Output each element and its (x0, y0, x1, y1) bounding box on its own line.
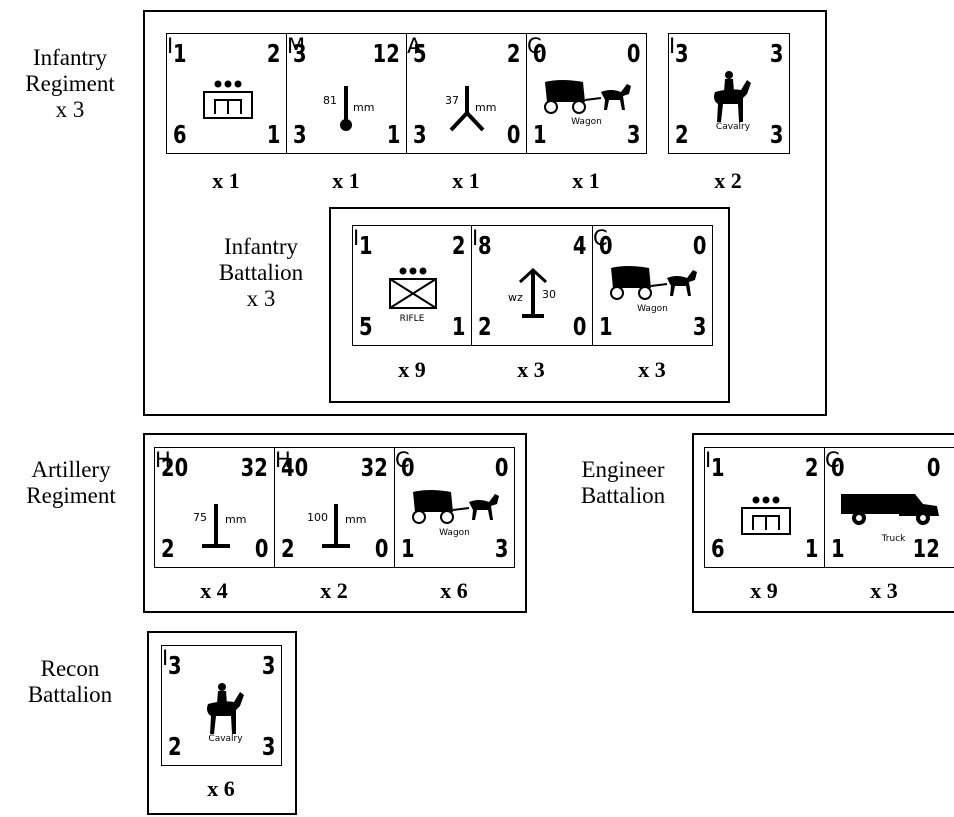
infantry-battalion-label: Infantry Battalion x 3 (218, 234, 304, 311)
mortar-icon (340, 86, 352, 131)
infantry-regiment-box (143, 10, 827, 416)
howitzer-icon (202, 504, 230, 548)
infantry-engineer-icon (741, 496, 791, 535)
artillery-regiment-label: Artillery Regiment (26, 457, 116, 508)
multiplier-ir-cavalry: x 2 (714, 168, 742, 193)
multiplier-ir-infantry: x 1 (212, 168, 240, 193)
counter-infantry-battalion-rifle: 1 I 2 RIFLE 5 1 (352, 225, 472, 346)
multiplier-ar-75mm: x 4 (200, 578, 228, 603)
counter-infantry-regiment-mortar: 3 M 12 81 mm 3 1 (286, 33, 407, 154)
engineer-battalion-box (692, 433, 954, 613)
counter-artillery-100mm: 40 H 32 100 mm 2 0 (274, 447, 395, 568)
multiplier-eb-engineer: x 9 (750, 578, 778, 603)
counter-infantry-regiment-antitank: 5 A 2 37 mm 3 0 (406, 33, 527, 154)
howitzer-icon (322, 504, 350, 548)
multiplier-rb-cavalry: x 6 (207, 776, 235, 801)
multiplier-ib-machine-gun: x 3 (517, 357, 545, 382)
counter-infantry-regiment-infantry: 1 I 2 6 1 (166, 33, 287, 154)
counter-engineer-battalion-truck: 0 C 0 Truck 1 12 (824, 447, 954, 568)
cavalry-horse-icon (714, 71, 751, 122)
horse-wagon-icon (610, 266, 697, 300)
horse-wagon-icon (544, 80, 631, 114)
horse-wagon-icon (412, 490, 499, 524)
recon-battalion-box (147, 631, 297, 815)
counter-engineer-battalion-engineer: 1 I 2 6 1 (704, 447, 825, 568)
rifle-infantry-icon (389, 267, 437, 309)
counter-infantry-battalion-wagon: 0 C 0 Wagon 1 3 (592, 225, 713, 346)
infantry-engineer-icon (203, 80, 253, 119)
counter-artillery-wagon: 0 C 0 Wagon 1 3 (394, 447, 515, 568)
truck-icon (841, 494, 939, 525)
counter-infantry-regiment-cavalry: 3 I 3 Cavalry 2 3 (668, 33, 790, 154)
machine-gun-icon (518, 268, 548, 318)
counter-artillery-75mm: 20 H 32 75 mm 2 0 (154, 447, 275, 568)
counter-recon-battalion-cavalry: 3 I 3 Cavalry 2 3 (161, 645, 282, 766)
recon-battalion-label: Recon Battalion (27, 656, 113, 707)
artillery-regiment-box (143, 433, 527, 613)
cavalry-horse-icon (207, 683, 244, 734)
antitank-gun-icon (449, 86, 485, 132)
multiplier-ar-wagon: x 6 (440, 578, 468, 603)
multiplier-ib-rifle: x 9 (398, 357, 426, 382)
counter-infantry-regiment-wagon: 0 C 0 Wagon 1 3 (526, 33, 647, 154)
multiplier-ir-wagon: x 1 (572, 168, 600, 193)
counter-infantry-battalion-machine-gun: 8 I 4 wz 30 2 0 (471, 225, 593, 346)
engineer-battalion-label: Engineer Battalion (580, 457, 666, 508)
multiplier-ar-100mm: x 2 (320, 578, 348, 603)
infantry-battalion-box (329, 207, 730, 403)
multiplier-ir-antitank: x 1 (452, 168, 480, 193)
infantry-regiment-label: Infantry Regiment x 3 (25, 45, 115, 122)
multiplier-ir-mortar: x 1 (332, 168, 360, 193)
multiplier-eb-truck: x 3 (870, 578, 898, 603)
multiplier-ib-wagon: x 3 (638, 357, 666, 382)
